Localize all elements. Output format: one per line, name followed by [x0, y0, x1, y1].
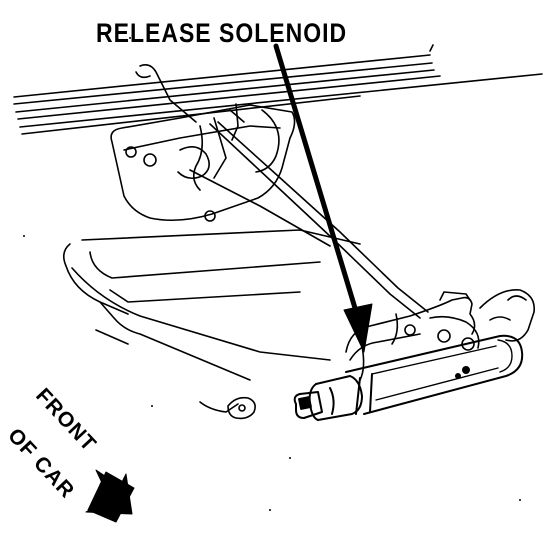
front-direction-arrow-icon: [85, 469, 135, 523]
small-bracket: [227, 396, 256, 420]
upper-rail: [13, 44, 543, 135]
floor-panel: [62, 229, 361, 413]
solenoid-plunger: [293, 375, 363, 421]
print-specks: [23, 37, 521, 511]
latch-mechanism: [110, 64, 296, 222]
solenoid-body: [345, 334, 524, 415]
release-solenoid-label: RELEASE SOLENOID: [96, 18, 348, 48]
callout-arrow-icon: [273, 43, 373, 353]
